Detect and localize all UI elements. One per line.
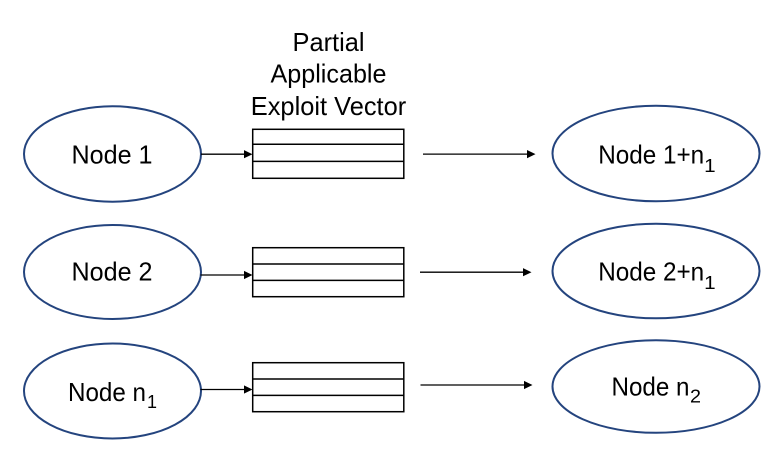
svg-text:Node n: Node n: [612, 371, 690, 401]
svg-text:1: 1: [704, 156, 716, 176]
svg-text:Node n: Node n: [68, 377, 146, 407]
svg-text:Node 2: Node 2: [72, 257, 153, 287]
svg-text:Partial: Partial: [293, 27, 365, 57]
svg-text:Node 2+n: Node 2+n: [598, 257, 704, 287]
svg-text:Node 1: Node 1: [72, 140, 153, 170]
svg-text:2: 2: [690, 387, 701, 407]
svg-text:1: 1: [704, 273, 716, 293]
svg-text:Applicable: Applicable: [271, 59, 387, 89]
svg-text:Node 1+n: Node 1+n: [598, 139, 704, 169]
svg-text:1: 1: [147, 392, 157, 412]
svg-text:Exploit Vector: Exploit Vector: [251, 91, 407, 121]
